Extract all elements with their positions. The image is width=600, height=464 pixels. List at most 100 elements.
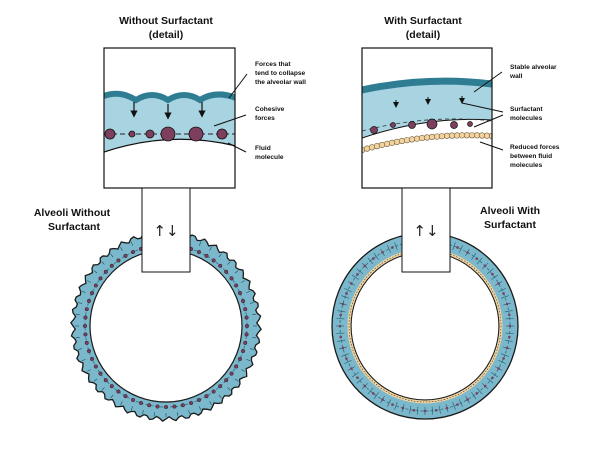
ring-molecule	[234, 364, 239, 369]
ring-molecule	[497, 367, 500, 370]
ann-stable-1: Stable alveolar	[510, 64, 557, 71]
ring-tick	[110, 394, 114, 399]
arrows-icon-left-overlay: ↑↓	[153, 222, 178, 240]
ring-tick	[336, 317, 345, 320]
ring-molecule	[502, 292, 505, 295]
ring-tick	[241, 280, 245, 283]
ring-molecule	[466, 251, 469, 254]
ring-molecule	[229, 371, 234, 376]
alveolar-wall-left	[104, 90, 235, 104]
ring-tick	[341, 295, 349, 299]
ring-tick	[241, 369, 245, 372]
ring-tick	[252, 337, 257, 339]
ring-tick	[458, 399, 463, 407]
ring-molecule	[163, 405, 168, 410]
ring-tick	[452, 402, 456, 410]
ring-molecule	[90, 356, 95, 361]
ring-molecule	[356, 376, 359, 380]
surfactant-bead	[408, 136, 416, 143]
fluid-molecule-left	[216, 128, 228, 140]
ring-tick	[120, 247, 123, 251]
ring-molecule	[241, 349, 246, 354]
ring-tick	[336, 332, 345, 335]
ring-molecule	[204, 394, 209, 399]
ring-molecule	[84, 307, 89, 312]
ring-molecule	[196, 397, 201, 402]
ring-tick	[351, 372, 359, 378]
ring-molecule	[243, 307, 248, 312]
ring-tick	[356, 377, 364, 384]
ring-molecule	[243, 340, 248, 345]
ring-tick	[81, 358, 86, 362]
title-right-line2: (detail)	[406, 29, 440, 41]
alveoli-left-label-line1: Alveoli Without	[34, 207, 111, 219]
ring-tick	[130, 406, 134, 411]
ring-tick	[344, 288, 352, 293]
leader-surf-b	[473, 114, 504, 128]
ann-reduced-3: molecules	[510, 162, 543, 169]
ring-tick	[120, 401, 123, 405]
ring-molecule	[180, 403, 185, 408]
alveoli-right-label-line1: Alveoli With	[480, 205, 540, 217]
fluid-molecule-left	[104, 128, 116, 140]
fluid-molecule-right	[467, 121, 473, 127]
ring-molecule	[475, 257, 479, 260]
ring-molecule	[363, 264, 367, 268]
ring-molecule	[103, 269, 108, 274]
ring-molecule	[234, 283, 239, 288]
ring-molecule	[356, 272, 359, 276]
ring-molecule	[147, 403, 152, 408]
ring-molecule	[345, 292, 348, 295]
ring-molecule	[103, 378, 108, 383]
ring-tick	[110, 253, 114, 258]
ring-molecule	[491, 272, 494, 276]
ring-molecule	[155, 404, 160, 409]
ring-molecule	[116, 389, 121, 394]
ring-tick	[504, 339, 513, 342]
ring-molecule	[505, 346, 509, 350]
ring-tick	[249, 348, 254, 350]
ring-tick	[198, 241, 202, 246]
ring-molecule	[123, 253, 128, 258]
fluid-molecule-right	[390, 122, 396, 128]
leader-cohesive	[213, 114, 247, 127]
ring-tick	[252, 313, 257, 315]
ring-molecule	[98, 276, 103, 281]
ring-tick	[101, 261, 105, 265]
fluid-molecule-right	[426, 118, 438, 130]
ann-forces-3: the alveolar wall	[255, 79, 306, 86]
ring-tick	[501, 353, 509, 357]
ring-tick	[344, 359, 352, 364]
ring-tick	[367, 257, 374, 265]
ring-molecule	[466, 398, 469, 401]
ring-molecule	[93, 364, 98, 369]
ann-reduced-1: Reduced forces	[510, 144, 560, 151]
ring-tick	[87, 280, 91, 283]
ring-tick	[78, 348, 83, 350]
connector-box-left-overlay	[141, 187, 191, 273]
ring-molecule	[218, 263, 223, 268]
ring-tick	[367, 387, 374, 395]
ring-tick	[188, 409, 190, 414]
ring-molecule	[138, 401, 143, 406]
surfactant-bead	[383, 140, 391, 147]
ring-tick	[101, 387, 105, 391]
ring-tick	[387, 399, 392, 407]
ring-molecule	[123, 394, 128, 399]
ring-tick	[504, 310, 513, 313]
ring-molecule	[507, 335, 511, 339]
ring-lumen	[89, 249, 243, 403]
title-right-line1: With Surfactant	[384, 15, 462, 27]
ring-tick	[234, 378, 239, 382]
ring-molecule	[244, 332, 249, 337]
ring-molecule	[196, 250, 201, 255]
ring-tick	[246, 290, 251, 294]
surfactant-bead	[388, 139, 396, 146]
fluid-molecule-left	[145, 129, 155, 139]
ring-tick	[153, 412, 155, 417]
ring-tick	[93, 270, 98, 274]
ring-tick	[491, 372, 499, 378]
ring-tick	[498, 288, 506, 293]
fluid-molecule-left	[188, 126, 204, 142]
